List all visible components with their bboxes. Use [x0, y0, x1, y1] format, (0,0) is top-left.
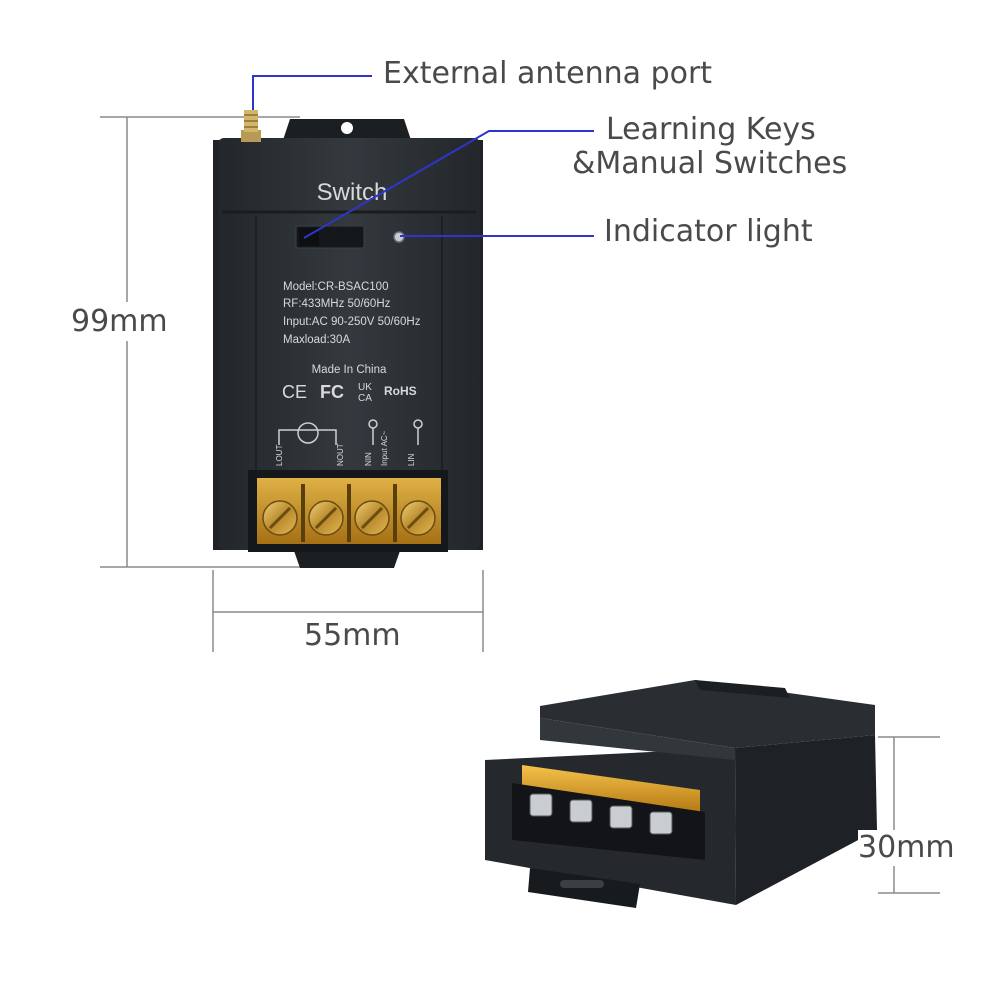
device-rf-label: RF:433MHz 50/60Hz [283, 298, 391, 310]
dimension-lines-side [878, 736, 940, 894]
dimension-height-label: 99mm [71, 302, 168, 341]
cert-ca-mark: CA [358, 393, 372, 404]
terminal-screws-side [529, 793, 673, 835]
device-brand-label: Switch [317, 179, 388, 206]
perspective-view-device [485, 680, 877, 908]
terminal-screws-front [262, 484, 436, 542]
dimension-width-label: 55mm [304, 618, 401, 653]
cert-rohs-mark: RoHS [384, 384, 417, 398]
terminal-input-label: Input AC~ [380, 430, 389, 466]
device-model-label: Model:CR-BSAC100 [283, 281, 388, 293]
front-view-device: Switch Model:CR-BSAC100 RF:433MHz 50/60H… [213, 110, 483, 568]
device-maxload-label: Maxload:30A [283, 334, 350, 346]
cert-fc-mark: FC [320, 382, 344, 402]
cert-ce-mark: CE [282, 382, 307, 402]
cert-uk-mark: UK [358, 382, 372, 393]
callout-external-antenna: External antenna port [383, 56, 713, 91]
learning-key-leader-line [303, 130, 594, 239]
callout-learning-keys-line1: Learning Keys [606, 112, 816, 147]
device-made-in-label: Made In China [312, 364, 387, 376]
leader-lines [252, 75, 594, 239]
dimension-lines-front [100, 116, 484, 652]
terminal-nout-label: NOUT [336, 443, 345, 466]
terminal-lout-label: LOUT [275, 445, 284, 466]
callout-indicator-light: Indicator light [604, 214, 813, 249]
callout-learning-keys-line2: &Manual Switches [572, 146, 848, 181]
device-input-label: Input:AC 90-250V 50/60Hz [283, 316, 421, 328]
antenna-leader-line [252, 75, 372, 110]
dimension-depth-label: 30mm [858, 830, 955, 865]
terminal-lin-label: LIN [407, 453, 416, 466]
terminal-nin-label: NIN [364, 452, 373, 466]
